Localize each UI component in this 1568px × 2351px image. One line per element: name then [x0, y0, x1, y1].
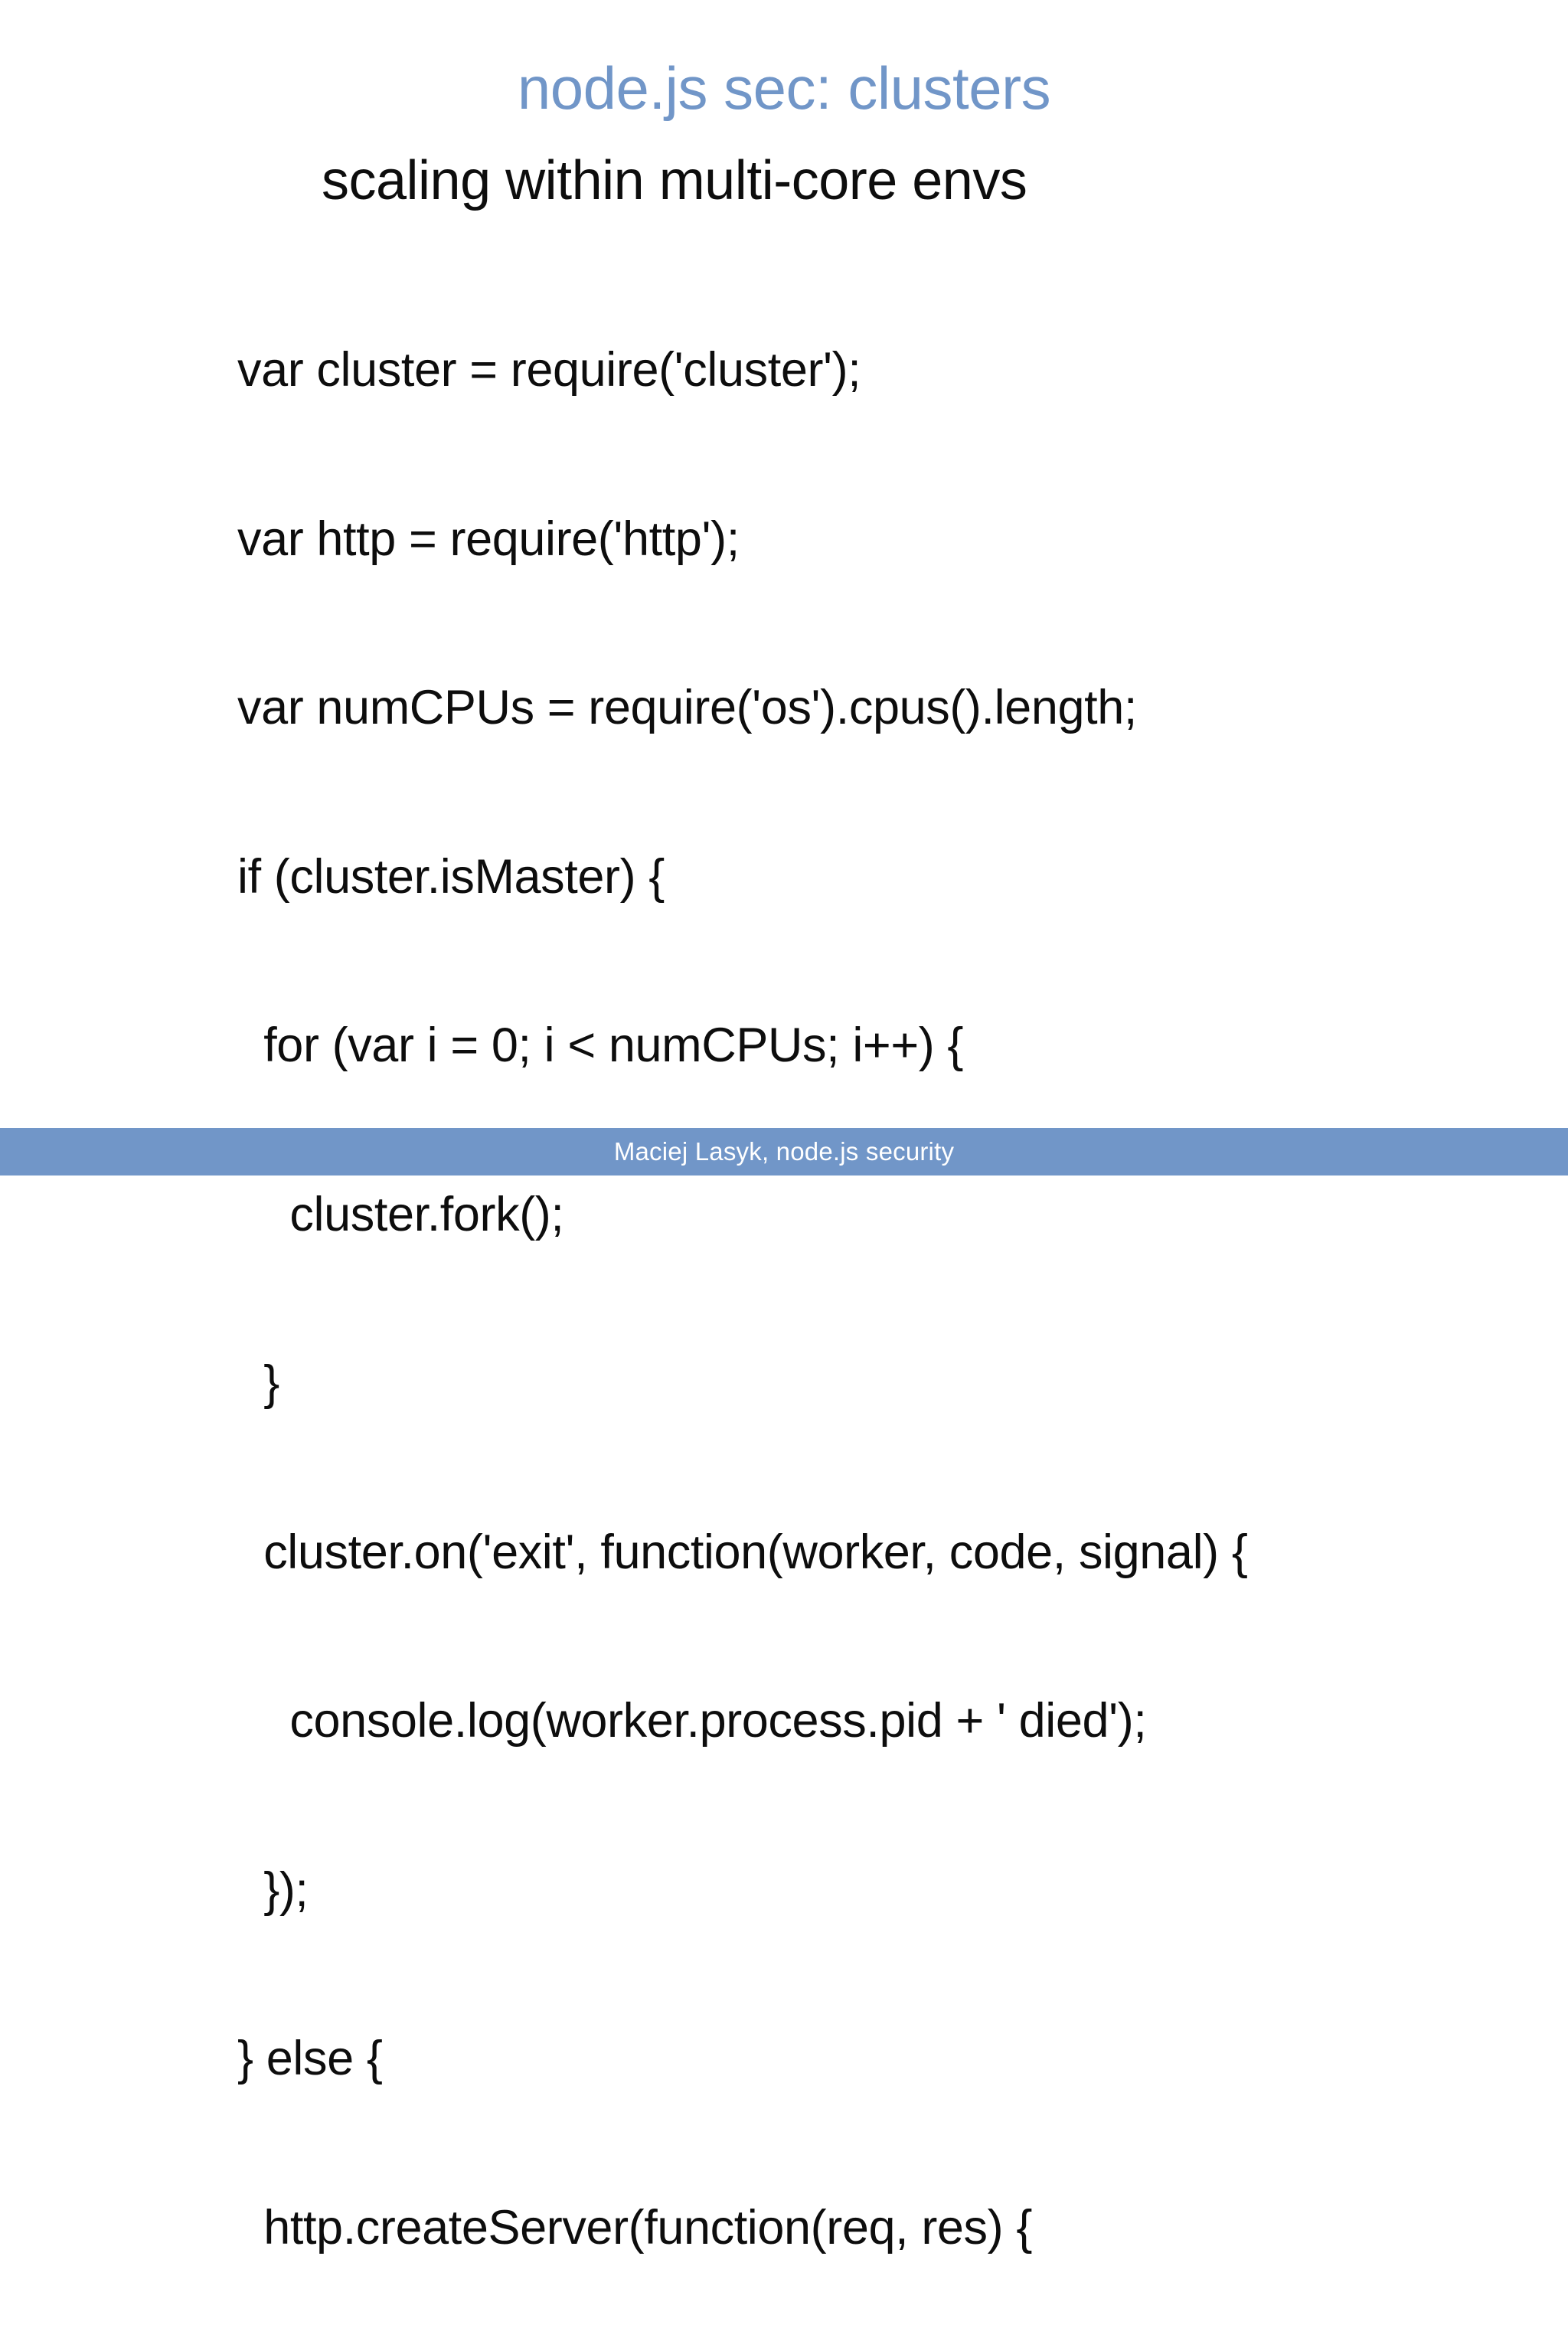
code-line: cluster.fork(); [237, 1187, 564, 1241]
code-line: } [237, 1356, 279, 1410]
code-line: http.createServer(function(req, res) { [237, 2200, 1032, 2255]
page-title: node.js sec: clusters [517, 54, 1051, 122]
page-subtitle: scaling within multi-core envs [322, 150, 1027, 211]
code-line: if (cluster.isMaster) { [237, 849, 665, 904]
footer-bar: Maciej Lasyk, node.js security [0, 1128, 1568, 1176]
code-line: cluster.on('exit', function(worker, code… [237, 1525, 1248, 1579]
code-line: var http = require('http'); [237, 512, 740, 566]
footer-label: Maciej Lasyk, node.js security [613, 1137, 955, 1166]
code-line: } else { [237, 2032, 383, 2085]
code-line: }); [237, 1862, 309, 1917]
code-line: console.log(worker.process.pid + ' died'… [237, 1694, 1147, 1748]
code-line: var cluster = require('cluster'); [237, 343, 861, 397]
code-line: var numCPUs = require('os').cpus().lengt… [237, 681, 1137, 734]
code-block: var cluster = require('cluster'); var ht… [237, 230, 1539, 2351]
code-line: for (var i = 0; i < numCPUs; i++) { [237, 1019, 964, 1072]
slide-canvas: node.js sec: clusters scaling within mul… [0, 54, 1568, 2255]
